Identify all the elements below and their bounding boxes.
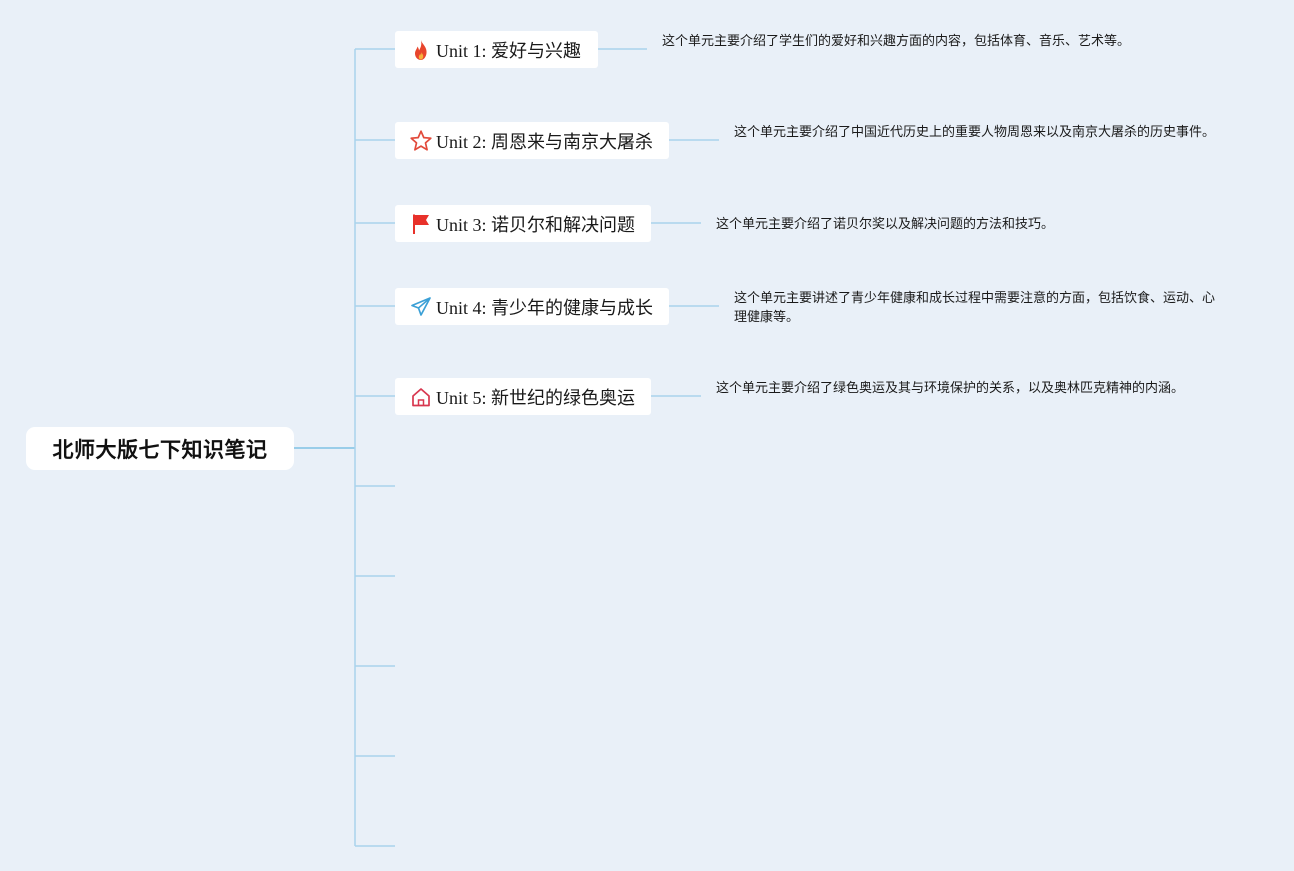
unit-label: Unit 1: 爱好与兴趣 <box>436 40 582 61</box>
unit-description: 这个单元主要介绍了诺贝尔奖以及解决问题的方法和技巧。 <box>716 217 1055 232</box>
unit-description: 这个单元主要讲述了青少年健康和成长过程中需要注意的方面，包括饮食、运动、心理健康… <box>734 291 1216 325</box>
unit-node-5[interactable]: Unit 5: 新世纪的绿色奥运 <box>395 378 651 415</box>
unit-label: Unit 4: 青少年的健康与成长 <box>436 297 654 318</box>
flag-icon <box>409 212 433 236</box>
unit-node-4[interactable]: Unit 4: 青少年的健康与成长 <box>395 288 669 325</box>
root-topic[interactable]: 北师大版七下知识笔记 <box>26 427 294 470</box>
root-title: 北师大版七下知识笔记 <box>52 437 268 462</box>
star-outline-icon <box>409 129 433 153</box>
fire-icon <box>409 38 433 62</box>
paper-plane-icon <box>409 295 433 319</box>
home-icon <box>409 385 433 409</box>
unit-description: 这个单元主要介绍了绿色奥运及其与环境保护的关系，以及奥林匹克精神的内涵。 <box>716 381 1185 396</box>
unit-node-1[interactable]: Unit 1: 爱好与兴趣 <box>395 31 598 68</box>
unit-label: Unit 3: 诺贝尔和解决问题 <box>436 214 636 235</box>
unit-label: Unit 2: 周恩来与南京大屠杀 <box>436 131 654 152</box>
unit-description: 这个单元主要介绍了中国近代历史上的重要人物周恩来以及南京大屠杀的历史事件。 <box>734 125 1216 140</box>
unit-node-2[interactable]: Unit 2: 周恩来与南京大屠杀 <box>395 122 669 159</box>
unit-label: Unit 5: 新世纪的绿色奥运 <box>436 387 636 408</box>
unit-description: 这个单元主要介绍了学生们的爱好和兴趣方面的内容，包括体育、音乐、艺术等。 <box>662 34 1131 49</box>
unit-node-3[interactable]: Unit 3: 诺贝尔和解决问题 <box>395 205 651 242</box>
